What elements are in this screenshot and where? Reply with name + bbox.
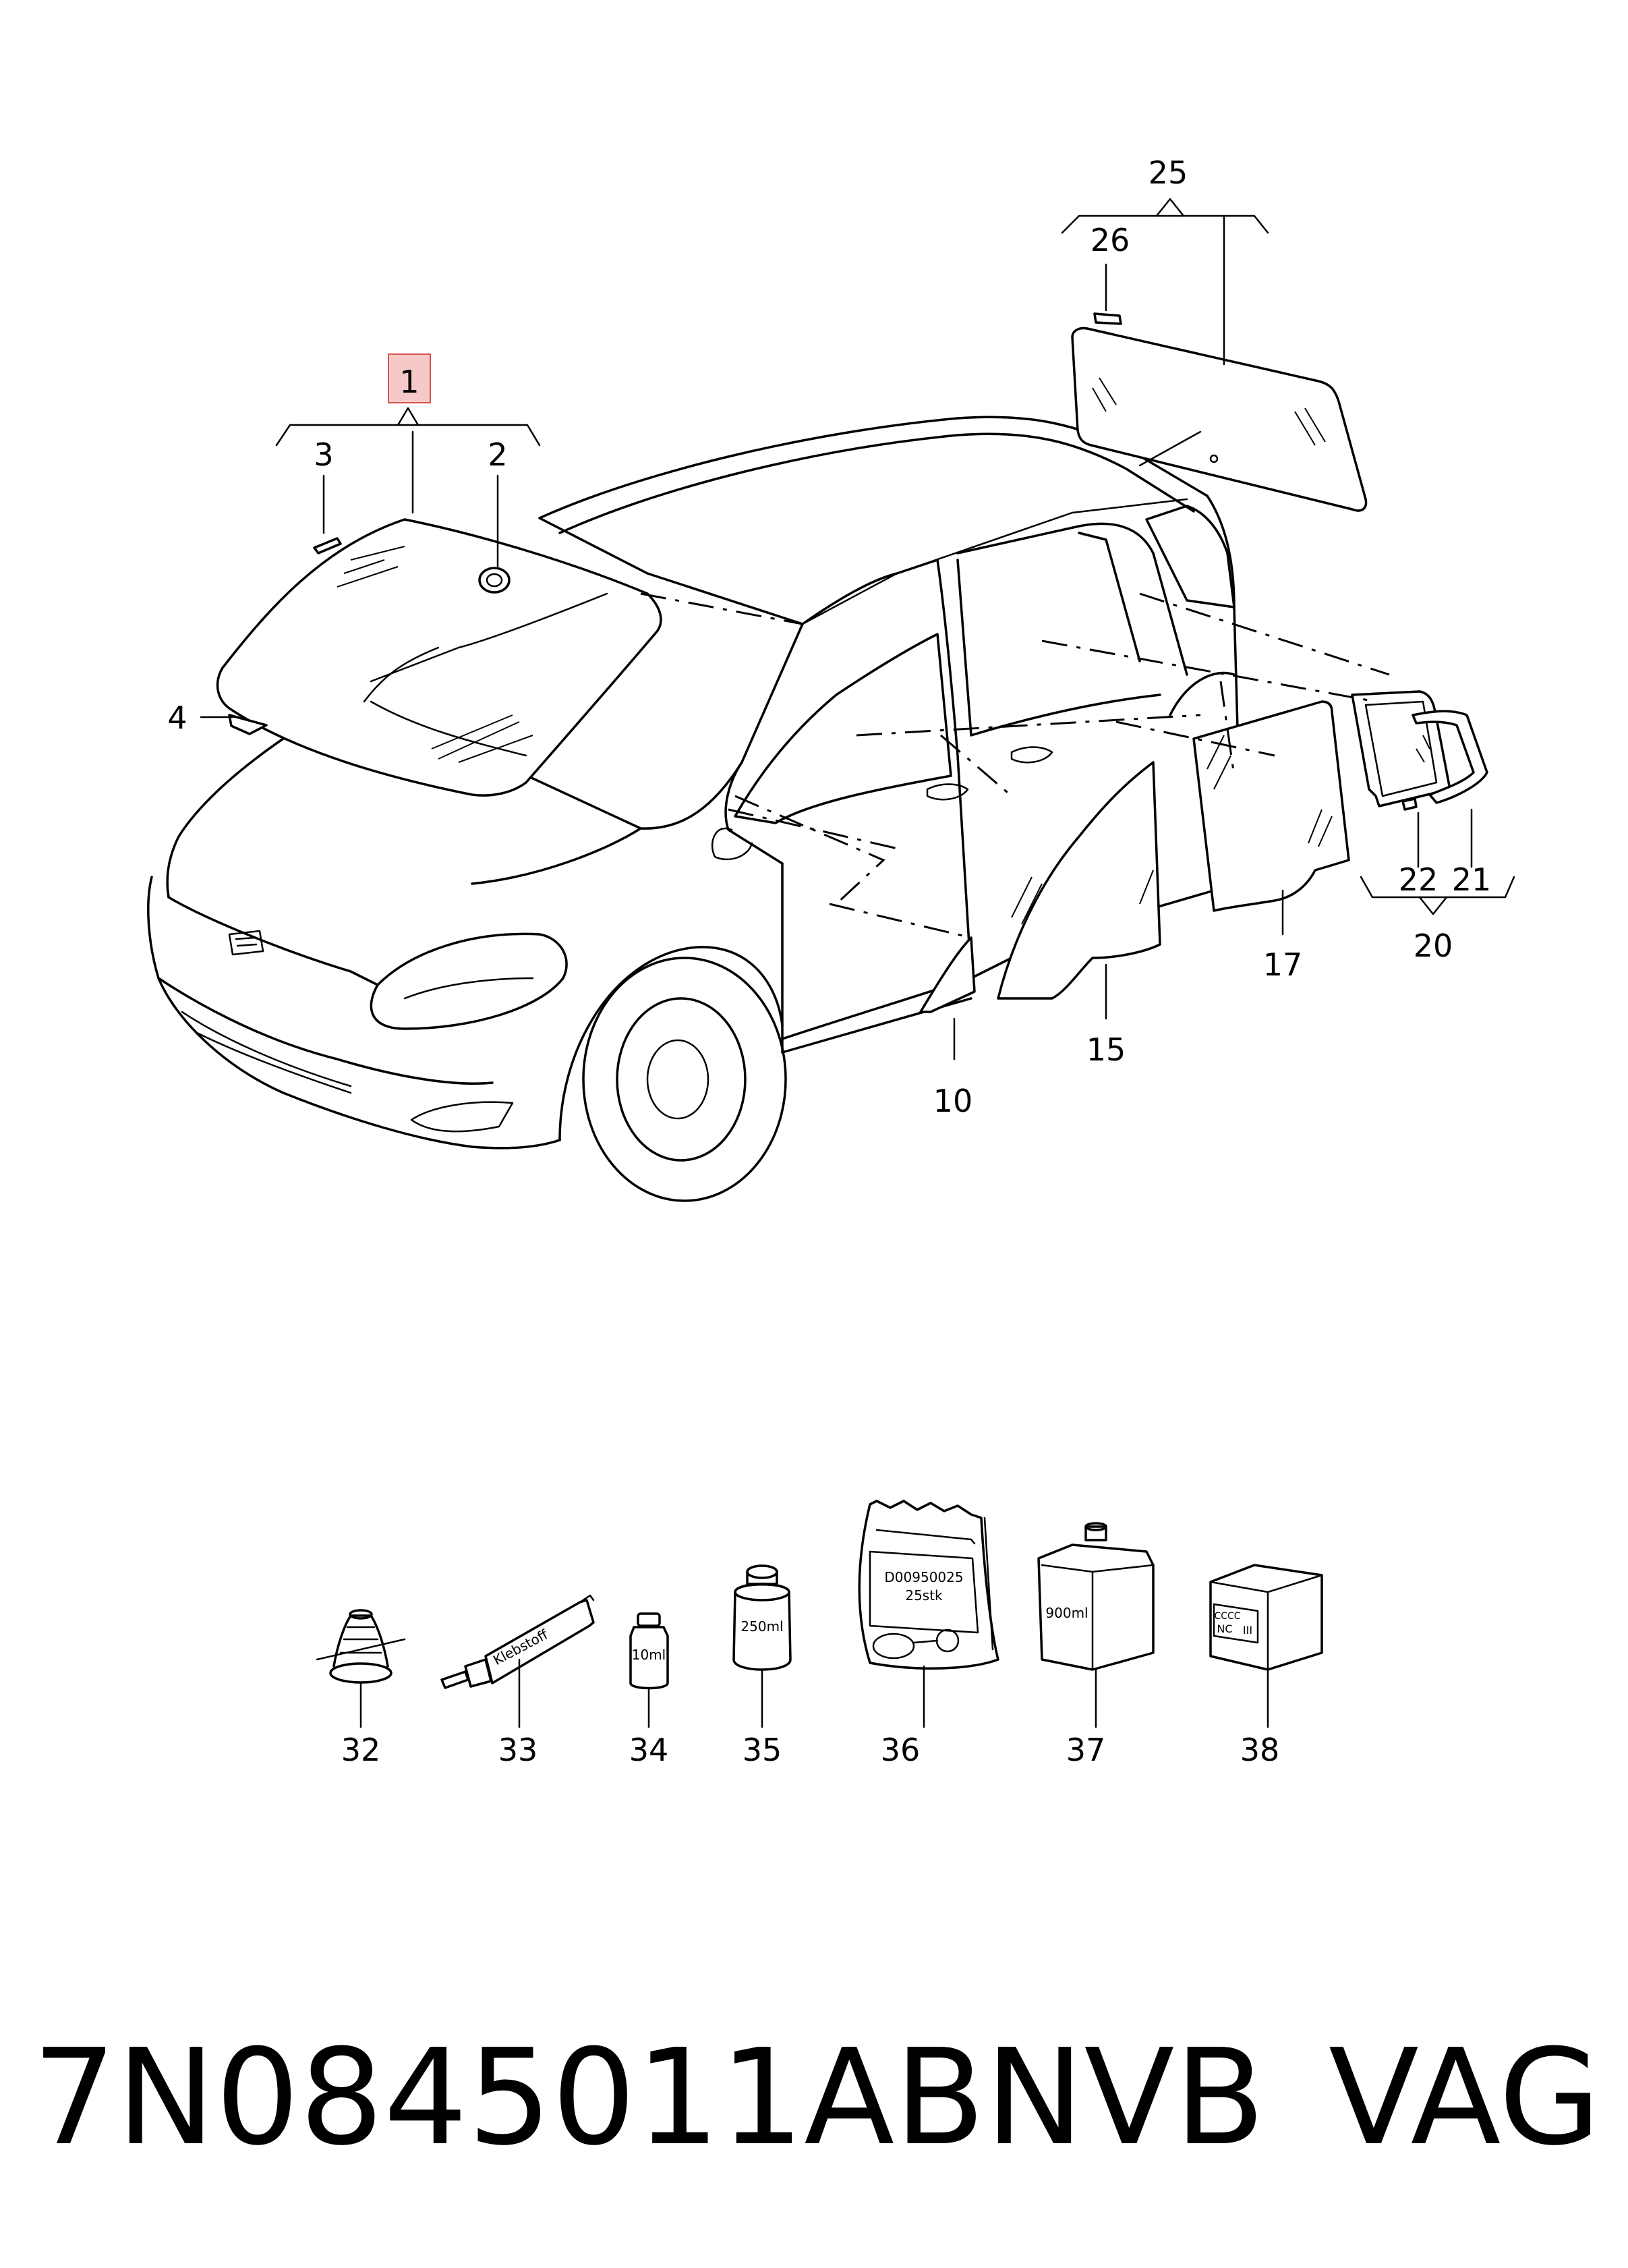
rain-sensor-part [478, 567, 511, 594]
accessory-33-adhesive-tube: Klebstoff [440, 1594, 595, 1728]
rear-window-clip [1093, 312, 1122, 325]
windshield [216, 518, 662, 797]
callout-4[interactable]: 4 [167, 700, 187, 736]
callout-1[interactable]: 1 [399, 364, 419, 400]
callout-3[interactable]: 3 [314, 436, 333, 473]
small-bottle-label: 10ml [632, 1647, 666, 1663]
front-door-glass [997, 761, 1161, 1000]
callout-32[interactable]: 32 [341, 1732, 381, 1768]
part-number: 7N0845011ABNVB [32, 2021, 1265, 2175]
accessory-34-small-bottle: 10ml [629, 1612, 669, 1728]
accessory-37-canister: 900ml [1037, 1522, 1155, 1728]
callout-38[interactable]: 38 [1240, 1732, 1280, 1768]
callout-10[interactable]: 10 [933, 1083, 973, 1119]
mounting-pad-part [313, 537, 342, 555]
callouts: 1 2 3 4 10 15 17 20 21 22 25 26 [167, 154, 1491, 1119]
parts-diagram: 1 2 3 4 10 15 17 20 21 22 25 26 Klebstof… [147, 154, 1515, 1768]
accessory-36-bag: D00950025 25stk [858, 1500, 999, 1728]
callout-22[interactable]: 22 [1399, 861, 1438, 898]
callout-35[interactable]: 35 [743, 1732, 782, 1768]
accessory-38-box: CCCC NC III [1209, 1564, 1323, 1728]
callout-33[interactable]: 33 [498, 1732, 538, 1768]
accessory-35-can: 250ml [732, 1564, 792, 1728]
callout-20[interactable]: 20 [1414, 928, 1453, 964]
callout-37[interactable]: 37 [1066, 1732, 1106, 1768]
bag-label-line2: 25stk [905, 1587, 943, 1604]
box-label-line2: NC [1217, 1622, 1232, 1635]
accessory-32 [316, 1609, 406, 1728]
front-quarter-glass [919, 936, 976, 1013]
assembly-guide-lines [640, 592, 1390, 939]
canister-label: 900ml [1045, 1605, 1088, 1621]
rear-quarter-glass [1351, 690, 1488, 811]
callout-2[interactable]: 2 [488, 436, 507, 473]
callout-15[interactable]: 15 [1086, 1031, 1126, 1068]
callout-25[interactable]: 25 [1149, 154, 1188, 191]
callout-26[interactable]: 26 [1091, 222, 1130, 258]
accessory-callouts: 32 33 34 35 36 37 38 [341, 1732, 1280, 1768]
can-label: 250ml [740, 1618, 783, 1635]
wedge-part [228, 714, 268, 735]
brand-label: VAG [1328, 2021, 1601, 2175]
callout-17[interactable]: 17 [1263, 946, 1303, 983]
callout-34[interactable]: 34 [629, 1732, 669, 1768]
car-body [147, 416, 1239, 1202]
rear-window [1071, 327, 1368, 512]
bag-label-line1: D00950025 [884, 1569, 963, 1585]
callout-21[interactable]: 21 [1452, 861, 1492, 898]
box-label-line1: CCCC [1214, 1611, 1240, 1622]
leader-lines [200, 198, 1515, 1060]
callout-36[interactable]: 36 [881, 1732, 921, 1768]
rear-door-glass [1192, 700, 1350, 912]
box-label-line3: III [1243, 1624, 1252, 1637]
highlight-box-1 [388, 353, 431, 403]
